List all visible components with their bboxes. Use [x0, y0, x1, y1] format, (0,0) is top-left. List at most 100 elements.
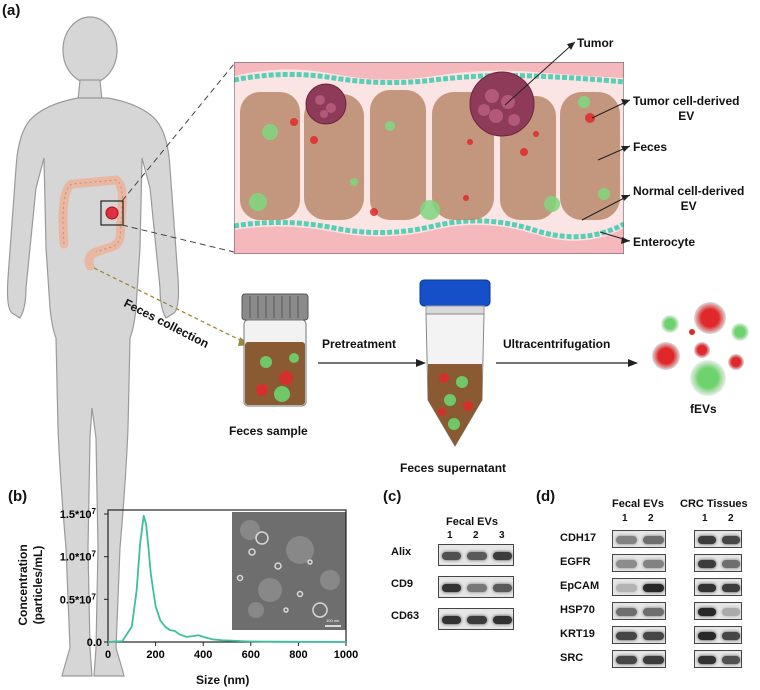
western-c-lane-2: 2	[473, 530, 479, 541]
blot-row-label-alix: Alix	[391, 546, 412, 558]
blot-band	[722, 584, 740, 592]
fevs-cluster	[652, 302, 749, 396]
step-fevs: fEVs	[690, 402, 717, 416]
x-tick-label: 0	[105, 649, 111, 661]
panel-a-label: (a)	[2, 2, 21, 19]
blot-band	[492, 616, 512, 624]
x-axis-label: Size (nm)	[196, 673, 250, 687]
label-enterocyte: Enterocyte	[633, 235, 696, 249]
blot-row-label-hsp70: HSP70	[560, 604, 595, 616]
blot-strip	[612, 554, 666, 572]
blot-band	[698, 656, 716, 664]
blot-strip	[612, 530, 666, 548]
blot-band	[698, 584, 716, 592]
blot-band	[698, 608, 716, 616]
step-feces-supernatant: Feces supernatant	[400, 461, 507, 475]
blot-band	[643, 560, 664, 568]
blot-strip	[612, 626, 666, 644]
western-d-lane-fecal-1: 1	[622, 513, 628, 524]
blot-strip	[694, 602, 742, 620]
human-body-illustration	[6, 16, 180, 677]
blot-strip	[612, 650, 666, 668]
blot-strip	[438, 608, 514, 630]
blot-band	[722, 536, 740, 544]
plot-frame	[107, 509, 347, 643]
size-distribution-line	[107, 514, 347, 643]
blot-row-label-src: SRC	[560, 652, 584, 664]
blot-band	[616, 536, 637, 544]
blot-band	[616, 560, 637, 568]
tem-inset-image: 100 nm	[232, 512, 346, 630]
blot-band	[616, 584, 637, 592]
blot-band	[442, 552, 462, 560]
x-tick-label: 200	[146, 649, 164, 661]
blot-strip	[694, 578, 742, 596]
feces-sample-jar	[241, 293, 309, 407]
tem-scale-label: 100 nm	[326, 618, 340, 623]
blot-strip	[612, 602, 666, 620]
western-d-group-crc: CRC Tissues	[680, 498, 748, 510]
blot-band	[492, 552, 512, 560]
blot-band	[467, 552, 487, 560]
blot-strip	[694, 650, 742, 668]
y-axis-label: Concentration (particles/mL)	[16, 544, 45, 626]
blot-strip	[694, 554, 742, 572]
step-pretreatment: Pretreatment	[322, 337, 397, 351]
x-tick-label: 800	[289, 649, 307, 661]
blot-band	[698, 536, 716, 544]
blot-row-label-cdh17: CDH17	[560, 532, 597, 544]
blot-strip	[694, 530, 742, 548]
western-c-lane-1: 1	[447, 530, 453, 541]
blot-band	[698, 632, 716, 640]
blot-strip	[438, 576, 514, 598]
blot-row-label-epcam: EpCAM	[560, 580, 600, 592]
y-tick-label: 1.5*107	[60, 507, 97, 522]
blot-band	[492, 584, 512, 592]
blot-band	[722, 560, 740, 568]
blot-band	[643, 584, 664, 592]
intestine-cross-section	[234, 62, 624, 254]
blot-band	[643, 632, 664, 640]
y-tick-label: 0.5*107	[60, 592, 97, 607]
blot-band	[643, 608, 664, 616]
blot-band	[616, 608, 637, 616]
panel-b-label: (b)	[8, 488, 28, 505]
y-tick-label: 1.0*107	[60, 549, 97, 564]
x-tick-label: 600	[242, 649, 260, 661]
western-d-lane-crc-2: 2	[728, 513, 734, 524]
western-d-lane-fecal-2: 2	[648, 513, 654, 524]
step-feces-sample: Feces sample	[229, 424, 308, 438]
blot-row-label-cd9: CD9	[391, 578, 414, 590]
arrow-pretreatment	[318, 359, 426, 367]
label-tumor-ev: Tumor cell-derived EV	[633, 94, 740, 123]
feces-supernatant-tube	[419, 279, 491, 447]
western-c-lane-3: 3	[499, 530, 505, 541]
label-tumor: Tumor	[577, 36, 614, 50]
label-feces: Feces	[633, 140, 668, 154]
western-c-group-label: Fecal EVs	[446, 516, 498, 528]
blot-band	[643, 536, 664, 544]
step-ultracentrifugation: Ultracentrifugation	[503, 337, 611, 351]
western-d-lane-crc-1: 1	[702, 513, 708, 524]
y-tick-label: 0.0	[87, 637, 102, 649]
blot-band	[722, 656, 740, 664]
western-d-group-fecal: Fecal EVs	[612, 498, 664, 510]
arrow-ultracentrifugation	[496, 359, 638, 367]
blot-band	[467, 584, 487, 592]
panel-c-label: (c)	[383, 488, 402, 505]
label-normal-ev: Normal cell-derived EV	[633, 184, 745, 213]
blot-row-label-egfr: EGFR	[560, 556, 591, 568]
blot-band	[467, 616, 487, 624]
blot-band	[722, 608, 740, 616]
blot-row-label-krt19: KRT19	[560, 628, 595, 640]
blot-band	[616, 656, 637, 664]
blot-band	[698, 560, 716, 568]
blot-band	[616, 632, 637, 640]
blot-strip	[612, 578, 666, 596]
blot-band	[442, 584, 462, 592]
blot-band	[643, 656, 664, 664]
blot-strip	[438, 544, 514, 566]
blot-strip	[694, 626, 742, 644]
